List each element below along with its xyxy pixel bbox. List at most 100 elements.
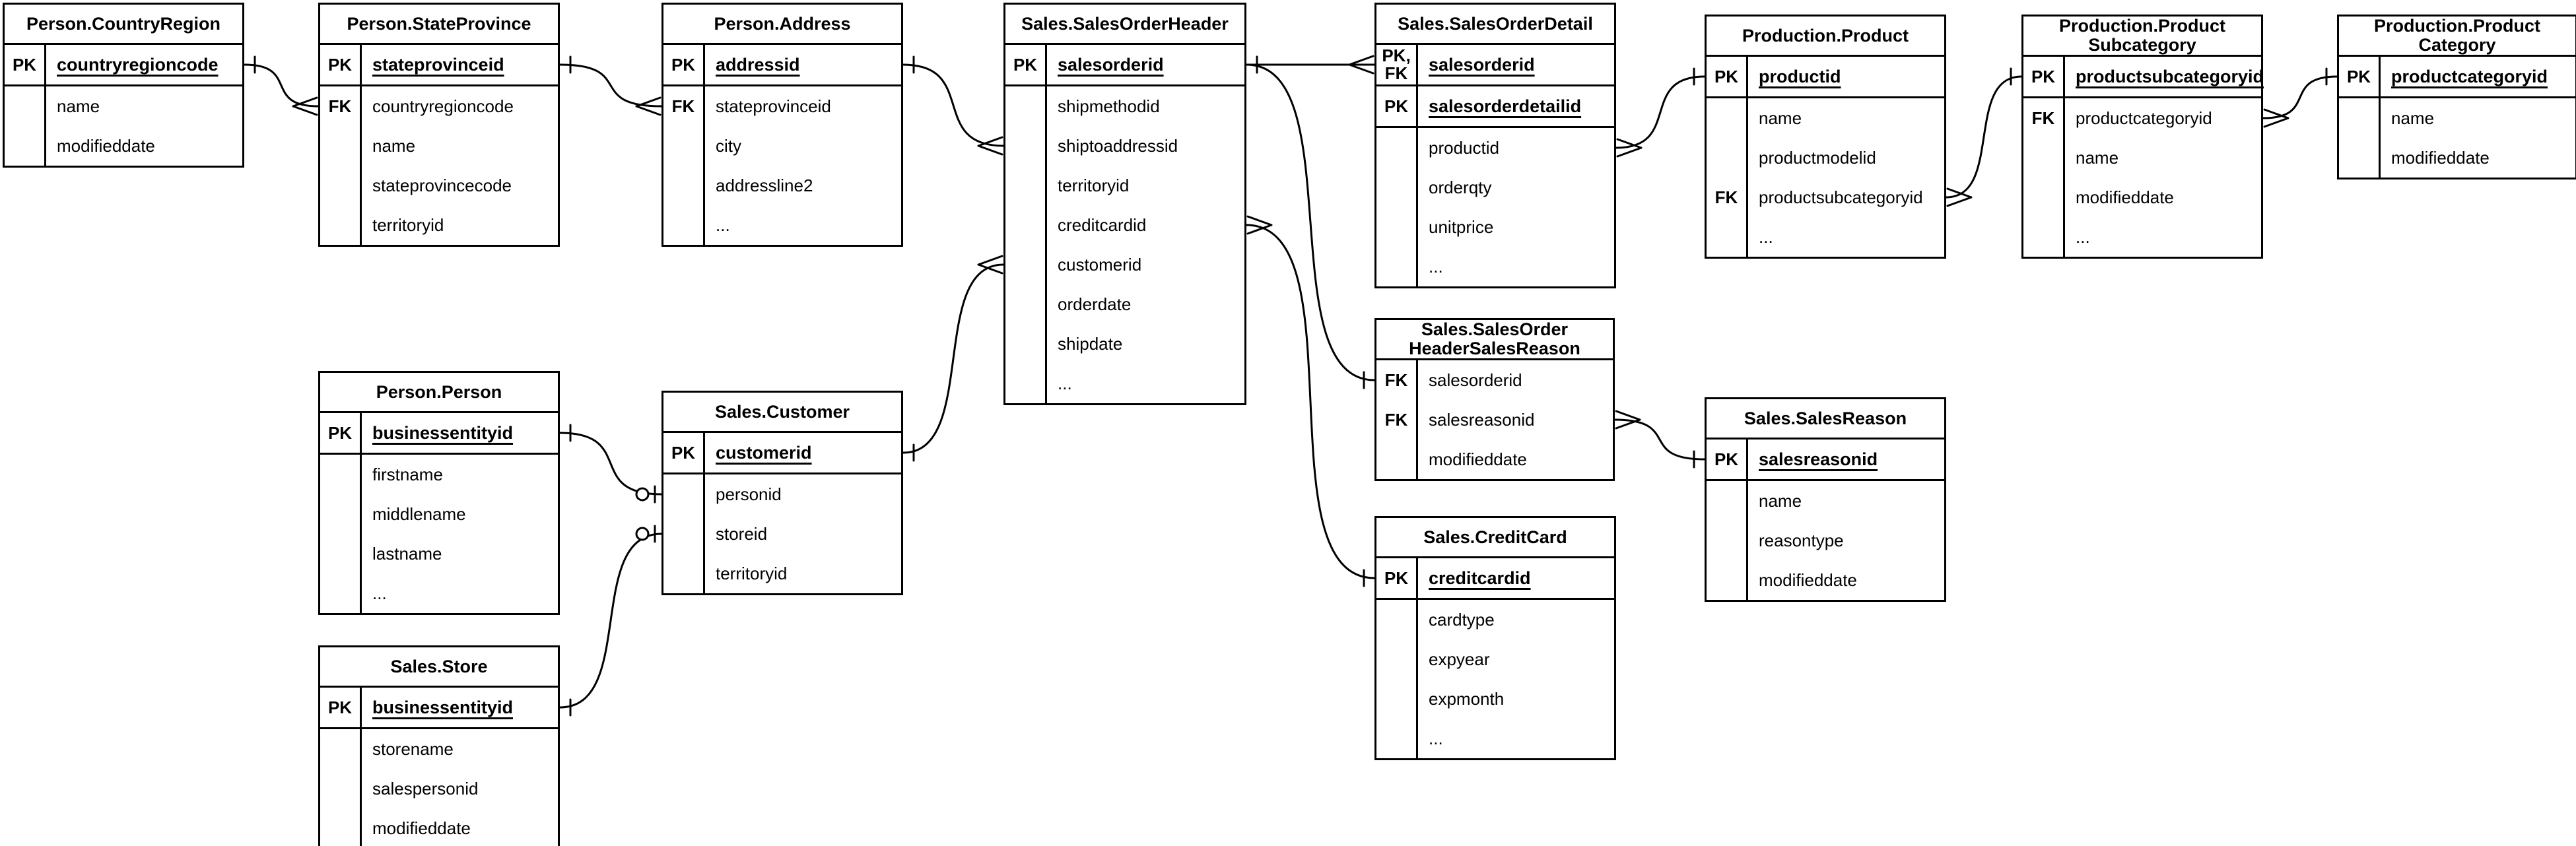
- entity-field-row-storeid[interactable]: storeid: [663, 514, 901, 554]
- field-name: productid: [1429, 137, 1499, 158]
- entity-field-row-orderqty[interactable]: orderqty: [1376, 168, 1614, 207]
- entity-field-row-salespersonid[interactable]: salespersonid: [320, 769, 558, 808]
- entity-field-row-expmonth[interactable]: expmonth: [1376, 679, 1614, 719]
- entity-field-row-[interactable]: ...: [2023, 217, 2261, 257]
- entity-field-row-productid[interactable]: productid: [1376, 128, 1614, 168]
- entity-field-row-name[interactable]: name: [320, 126, 558, 166]
- entity-field-row-lastname[interactable]: lastname: [320, 534, 558, 573]
- entity-field-row-cardtype[interactable]: cardtype: [1376, 600, 1614, 639]
- entity-field-row-territoryid[interactable]: territoryid: [663, 554, 901, 593]
- entity-field-row-orderdate[interactable]: orderdate: [1005, 284, 1244, 324]
- relationship-salesorderheader-salesorderheadersalesreason[interactable]: [1245, 55, 1376, 389]
- entity-field-row-personid[interactable]: personid: [663, 474, 901, 514]
- entity-field-row-reasontype[interactable]: reasontype: [1707, 521, 1944, 560]
- field-name: orderdate: [1058, 294, 1132, 314]
- relationship-customer-salesorderheader[interactable]: [902, 255, 1005, 462]
- relationship-address-salesorderheader[interactable]: [902, 55, 1005, 156]
- key-tag: [1707, 481, 1748, 521]
- relationship-productsubcategory-productcategory[interactable]: [2262, 67, 2338, 128]
- field-name: countryregioncode: [57, 54, 219, 75]
- entity-field-row-firstname[interactable]: firstname: [320, 455, 558, 494]
- entity-field-row-unitprice[interactable]: unitprice: [1376, 207, 1614, 247]
- relationship-salesorderdetail-product[interactable]: [1615, 67, 1706, 158]
- entity-field-row-modifieddate[interactable]: modifieddate: [2023, 178, 2261, 217]
- entity-field-row-name[interactable]: name: [1707, 98, 1944, 138]
- entity-field-row-middlename[interactable]: middlename: [320, 494, 558, 534]
- entity-field-row-creditcardid[interactable]: creditcardid: [1005, 205, 1244, 245]
- relationship-product-productsubcategory[interactable]: [1945, 67, 2023, 207]
- entity-field-row-[interactable]: ...: [663, 205, 901, 245]
- entity-field-row-customerid[interactable]: customerid: [1005, 245, 1244, 284]
- entity-field-row-name[interactable]: name: [2339, 98, 2575, 138]
- entity-field-row-modifieddate[interactable]: modifieddate: [320, 808, 558, 846]
- entity-field-row-[interactable]: ...: [1376, 247, 1614, 286]
- relationship-person-customer[interactable]: [559, 424, 663, 504]
- field-name: name: [1759, 490, 1802, 511]
- entity-field-row-shipmethodid[interactable]: shipmethodid: [1005, 86, 1244, 126]
- entity-field-row-modifieddate[interactable]: modifieddate: [1376, 439, 1613, 479]
- entity-field-row-[interactable]: ...: [1707, 217, 1944, 257]
- entity-field-row-[interactable]: ...: [1005, 364, 1244, 403]
- entity-field-row-name[interactable]: name: [2023, 138, 2261, 178]
- entity-field-row-stateprovincecode[interactable]: stateprovincecode: [320, 166, 558, 205]
- entity-field-row-[interactable]: ...: [320, 573, 558, 613]
- key-tag: [320, 534, 362, 573]
- entity-field-row-territoryid[interactable]: territoryid: [1005, 166, 1244, 205]
- entity-field-row-modifieddate[interactable]: modifieddate: [1707, 560, 1944, 600]
- entity-field-row-name[interactable]: name: [5, 86, 242, 126]
- relationship-stateprovince-address[interactable]: [559, 55, 663, 116]
- relationship-salesorderheader-salesorderdetail[interactable]: [1245, 55, 1376, 75]
- entity-field-row-modifieddate[interactable]: modifieddate: [2339, 138, 2575, 178]
- entity-field-row-productmodelid[interactable]: productmodelid: [1707, 138, 1944, 178]
- relationship-countryregion-stateprovince[interactable]: [243, 55, 320, 116]
- relationship-salesorderheadersalesreason-salesreason[interactable]: [1613, 410, 1706, 469]
- entity-field-row-expyear[interactable]: expyear: [1376, 639, 1614, 679]
- entity-field-row-city[interactable]: city: [663, 126, 901, 166]
- relationship-store-customer[interactable]: [559, 525, 663, 717]
- entity-field-row-[interactable]: ...: [1376, 719, 1614, 758]
- entity-field-row-shiptoaddressid[interactable]: shiptoaddressid: [1005, 126, 1244, 166]
- relationship-salesorderheader-creditcard[interactable]: [1245, 215, 1376, 587]
- entity-field-row-storename[interactable]: storename: [320, 729, 558, 769]
- entity-field-row-modifieddate[interactable]: modifieddate: [5, 126, 242, 166]
- entity-field-row-addressline2[interactable]: addressline2: [663, 166, 901, 205]
- entity-field-row-name[interactable]: name: [1707, 481, 1944, 521]
- entity-field-row-shipdate[interactable]: shipdate: [1005, 324, 1244, 364]
- entity-field-row-territoryid[interactable]: territoryid: [320, 205, 558, 245]
